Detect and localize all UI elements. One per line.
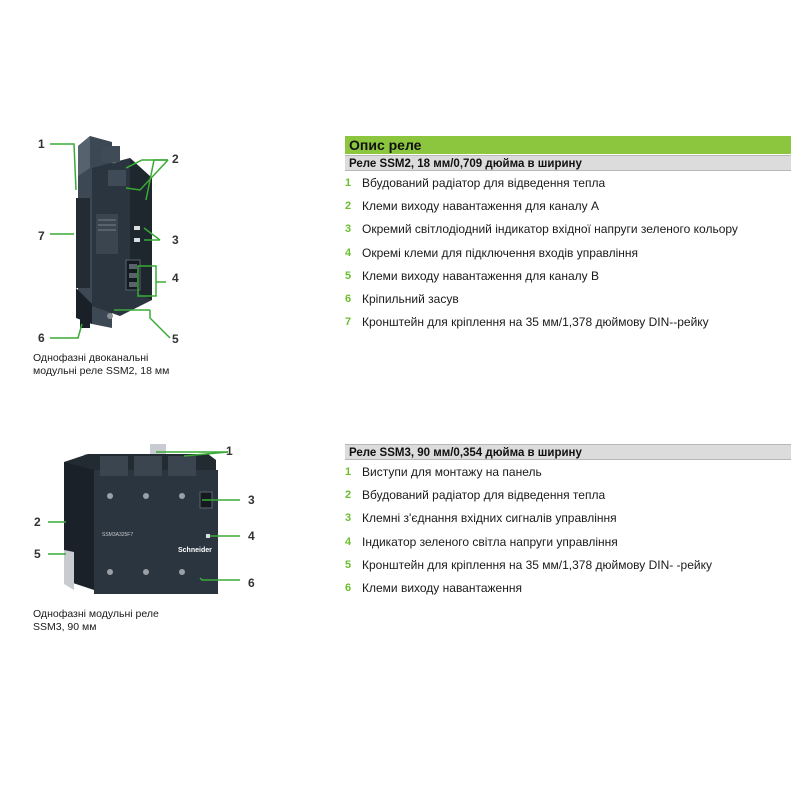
item-text: Клеми виходу навантаження: [362, 580, 522, 595]
item-number: 3: [345, 223, 352, 236]
item-number: 2: [345, 200, 352, 213]
item-text: Клеми виходу навантаження для каналу А: [362, 199, 599, 214]
item-number: 7: [345, 316, 352, 329]
ssm2-callout-6: 6: [38, 331, 45, 345]
item-number: 1: [345, 177, 352, 189]
item-number: 4: [345, 246, 352, 259]
list-item: 5 Кронштейн для кріплення на 35 мм/1,378 …: [345, 558, 791, 581]
ssm2-callout-7: 7: [38, 229, 45, 243]
ssm3-header: Реле SSM3, 90 мм/0,354 дюйма в ширину: [345, 444, 791, 460]
item-text: Виступи для монтажу на панель: [362, 465, 542, 479]
ssm3-caption: Однофазні модульні реле SSM3, 90 мм: [33, 608, 159, 634]
item-text: Кріпильний засув: [362, 291, 459, 306]
ssm3-brand-label: Schneider: [178, 547, 212, 554]
list-item: 7 Кронштейн для кріплення на 35 мм/1,378 …: [345, 315, 791, 338]
item-number: 2: [345, 489, 352, 502]
ssm2-callout-5: 5: [172, 332, 179, 346]
list-item: 1 Вбудований радіатор для відведення тепл…: [345, 176, 791, 199]
ssm3-callout-3: 3: [248, 493, 255, 507]
item-text: Клемні з'єднання вхідних сигналів управл…: [362, 511, 617, 526]
item-text: Кронштейн для кріплення на 35 мм/1,378 д…: [362, 315, 709, 330]
list-item: 5 Клеми виходу навантаження для каналу В: [345, 269, 791, 292]
ssm2-caption-line2: модульні реле SSM2, 18 мм: [33, 365, 170, 377]
ssm2-callout-3: 3: [172, 233, 179, 247]
ssm3-model-label: SSM3A325F7: [102, 532, 133, 538]
ssm3-callout-5: 5: [34, 547, 41, 561]
item-text: Індикатор зеленого світла напруги управл…: [362, 534, 618, 549]
list-item: 4 Індикатор зеленого світла напруги управ…: [345, 535, 791, 558]
list-item: 2 Клеми виходу навантаження для каналу А: [345, 199, 791, 222]
ssm3-item-list: 1 Виступи для монтажу на панель 2 Вбудован…: [345, 465, 791, 604]
ssm3-relay-illustration: SSM3A325F7 Schneider: [48, 444, 240, 594]
ssm2-callout-4: 4: [172, 271, 179, 285]
ssm3-relay-figure: SSM3A325F7 Schneider 1 2 3 4 5 6: [30, 440, 270, 600]
item-number: 5: [345, 269, 352, 282]
list-item: 2 Вбудований радіатор для відведення тепл…: [345, 488, 791, 511]
ssm3-callout-1: 1: [226, 444, 233, 458]
item-text: Вбудований радіатор для відведення тепла: [362, 488, 606, 503]
ssm3-callout-6: 6: [248, 576, 255, 590]
item-text: Окремий світлодіодний індикатор вхідної …: [362, 222, 738, 237]
section-title: Опис реле: [345, 136, 791, 154]
ssm2-header: Реле SSM2, 18 мм/0,709 дюйма в ширину: [345, 155, 791, 171]
ssm2-relay-illustration: [50, 136, 171, 339]
ssm2-relay-figure: 1 2 3 4 5 6 7: [30, 128, 190, 348]
ssm2-item-list: 1 Вбудований радіатор для відведення тепл…: [345, 176, 791, 338]
list-item: 3 Клемні з'єднання вхідних сигналів управ…: [345, 511, 791, 534]
item-number: 6: [345, 581, 352, 594]
item-text: Окремі клеми для підключення входів упра…: [362, 245, 639, 260]
list-item: 1 Виступи для монтажу на панель: [345, 465, 791, 488]
item-number: 1: [345, 466, 352, 478]
list-item: 6 Клеми виходу навантаження: [345, 581, 791, 604]
item-number: 3: [345, 512, 352, 525]
item-text: Вбудований радіатор для відведення тепла: [362, 176, 606, 190]
ssm2-caption: Однофазні двоканальні модульні реле SSM2…: [33, 352, 169, 378]
ssm3-caption-line1: Однофазні модульні реле: [33, 608, 159, 620]
item-text: Кронштейн для кріплення на 35 мм/1,378 д…: [362, 557, 712, 572]
item-number: 5: [345, 558, 352, 571]
ssm2-callout-2: 2: [172, 152, 179, 166]
ssm3-caption-line2: SSM3, 90 мм: [33, 621, 97, 633]
item-text: Клеми виходу навантаження для каналу В: [362, 268, 599, 283]
ssm2-callout-1: 1: [38, 137, 45, 151]
item-number: 4: [345, 535, 352, 548]
item-number: 6: [345, 292, 352, 305]
ssm3-callout-2: 2: [34, 515, 41, 529]
list-item: 4 Окремі клеми для підключення входів упр…: [345, 246, 791, 269]
list-item: 3 Окремий світлодіодний індикатор вхідної…: [345, 222, 791, 245]
list-item: 6 Кріпильний засув: [345, 292, 791, 315]
ssm2-caption-line1: Однофазні двоканальні: [33, 352, 149, 364]
ssm3-callout-4: 4: [248, 529, 255, 543]
